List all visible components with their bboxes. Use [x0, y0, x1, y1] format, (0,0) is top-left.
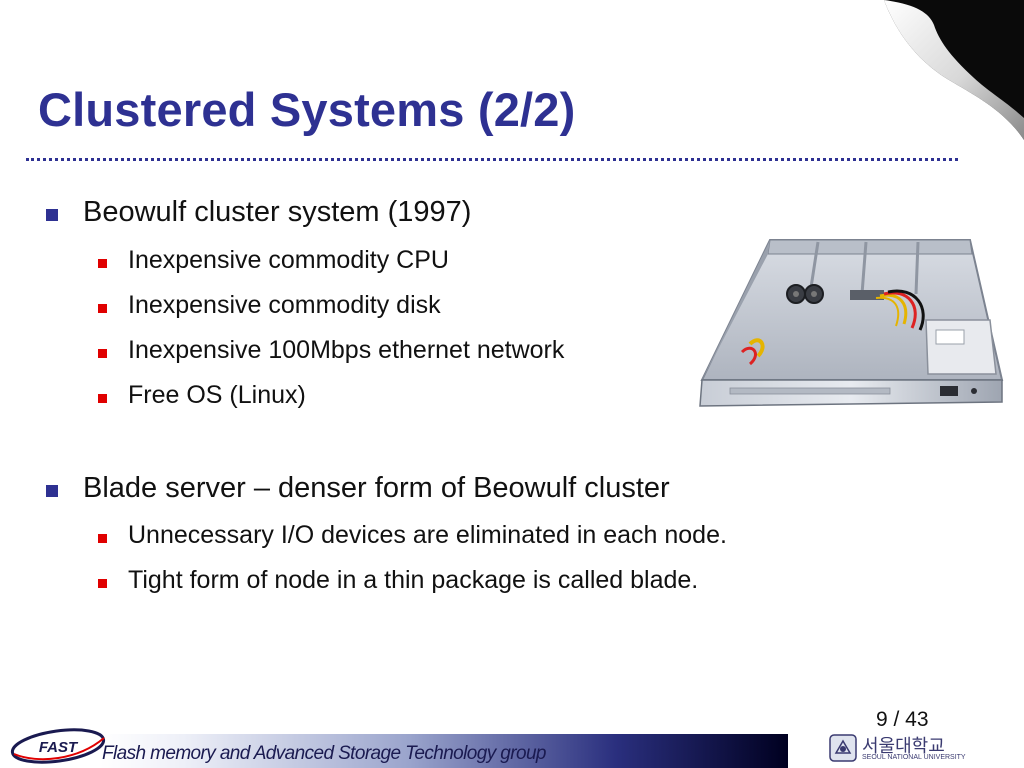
footer-gradient-bar: [100, 734, 788, 768]
bullet-blade-server: Blade server – denser form of Beowulf cl…: [83, 472, 670, 504]
sub-bullet-square-icon: [98, 394, 107, 403]
page-number: 9 / 43: [876, 708, 929, 731]
fast-logo-text: FAST: [39, 739, 79, 756]
slide-footer: FAST Flash memory and Advanced Storage T…: [0, 724, 1024, 768]
sub-bullet-cpu: Inexpensive commodity CPU: [128, 246, 449, 274]
sub-bullet-io-devices: Unnecessary I/O devices are eliminated i…: [128, 521, 727, 549]
title-divider: [26, 158, 958, 161]
snu-emblem-icon: [829, 734, 857, 762]
sub-bullet-os: Free OS (Linux): [128, 381, 306, 409]
rack-server-image: [699, 239, 1004, 407]
bullet-beowulf: Beowulf cluster system (1997): [83, 196, 472, 228]
sub-bullet-disk: Inexpensive commodity disk: [128, 291, 441, 319]
sub-bullet-network: Inexpensive 100Mbps ethernet network: [128, 336, 565, 364]
university-name-english: SEOUL NATIONAL UNIVERSITY: [862, 754, 966, 761]
fast-logo-icon: FAST: [10, 728, 106, 764]
sub-bullet-square-icon: [98, 349, 107, 358]
bullet-square-icon: [46, 209, 58, 221]
sub-bullet-square-icon: [98, 259, 107, 268]
bullet-square-icon: [46, 485, 58, 497]
footer-group-name: Flash memory and Advanced Storage Techno…: [102, 743, 546, 764]
sub-bullet-blade: Tight form of node in a thin package is …: [128, 566, 699, 594]
university-name-korean: 서울대학교: [862, 736, 945, 757]
sub-bullet-square-icon: [98, 534, 107, 543]
sub-bullet-square-icon: [98, 579, 107, 588]
slide-title: Clustered Systems (2/2): [38, 83, 576, 136]
sub-bullet-square-icon: [98, 304, 107, 313]
page-curl-decoration: [884, 0, 1024, 140]
